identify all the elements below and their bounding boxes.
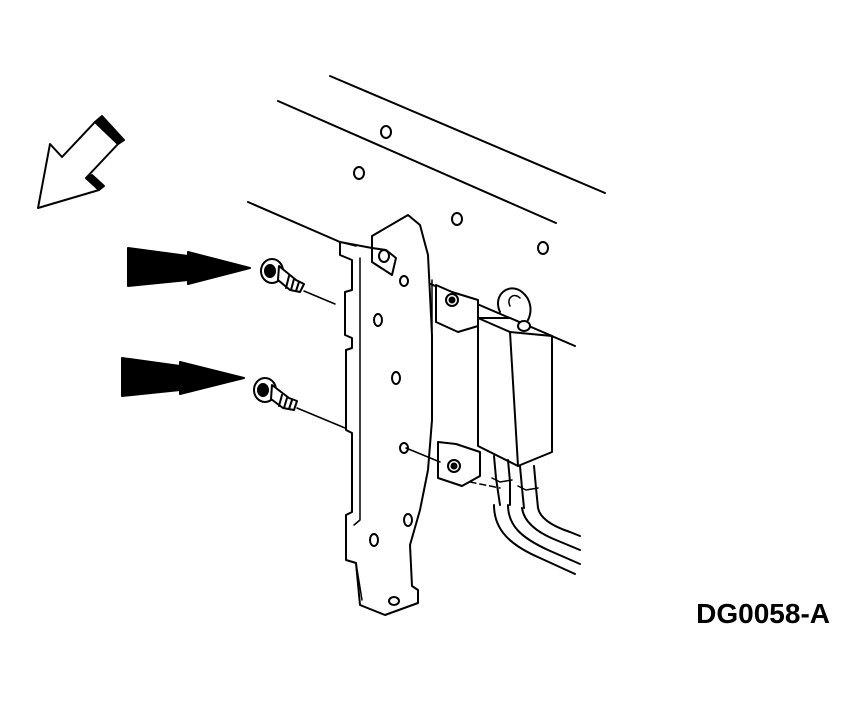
screw-icon — [253, 377, 346, 429]
wiring-harness — [491, 455, 581, 575]
pointer-arrow-icon — [121, 357, 245, 397]
mounting-bracket — [339, 214, 433, 616]
view-direction-arrow-icon — [37, 115, 125, 209]
pointer-arrow-icon — [127, 247, 251, 287]
module-block — [405, 284, 553, 489]
screw-icon — [260, 258, 336, 305]
figure-reference-code: DG0058-A — [696, 598, 830, 629]
